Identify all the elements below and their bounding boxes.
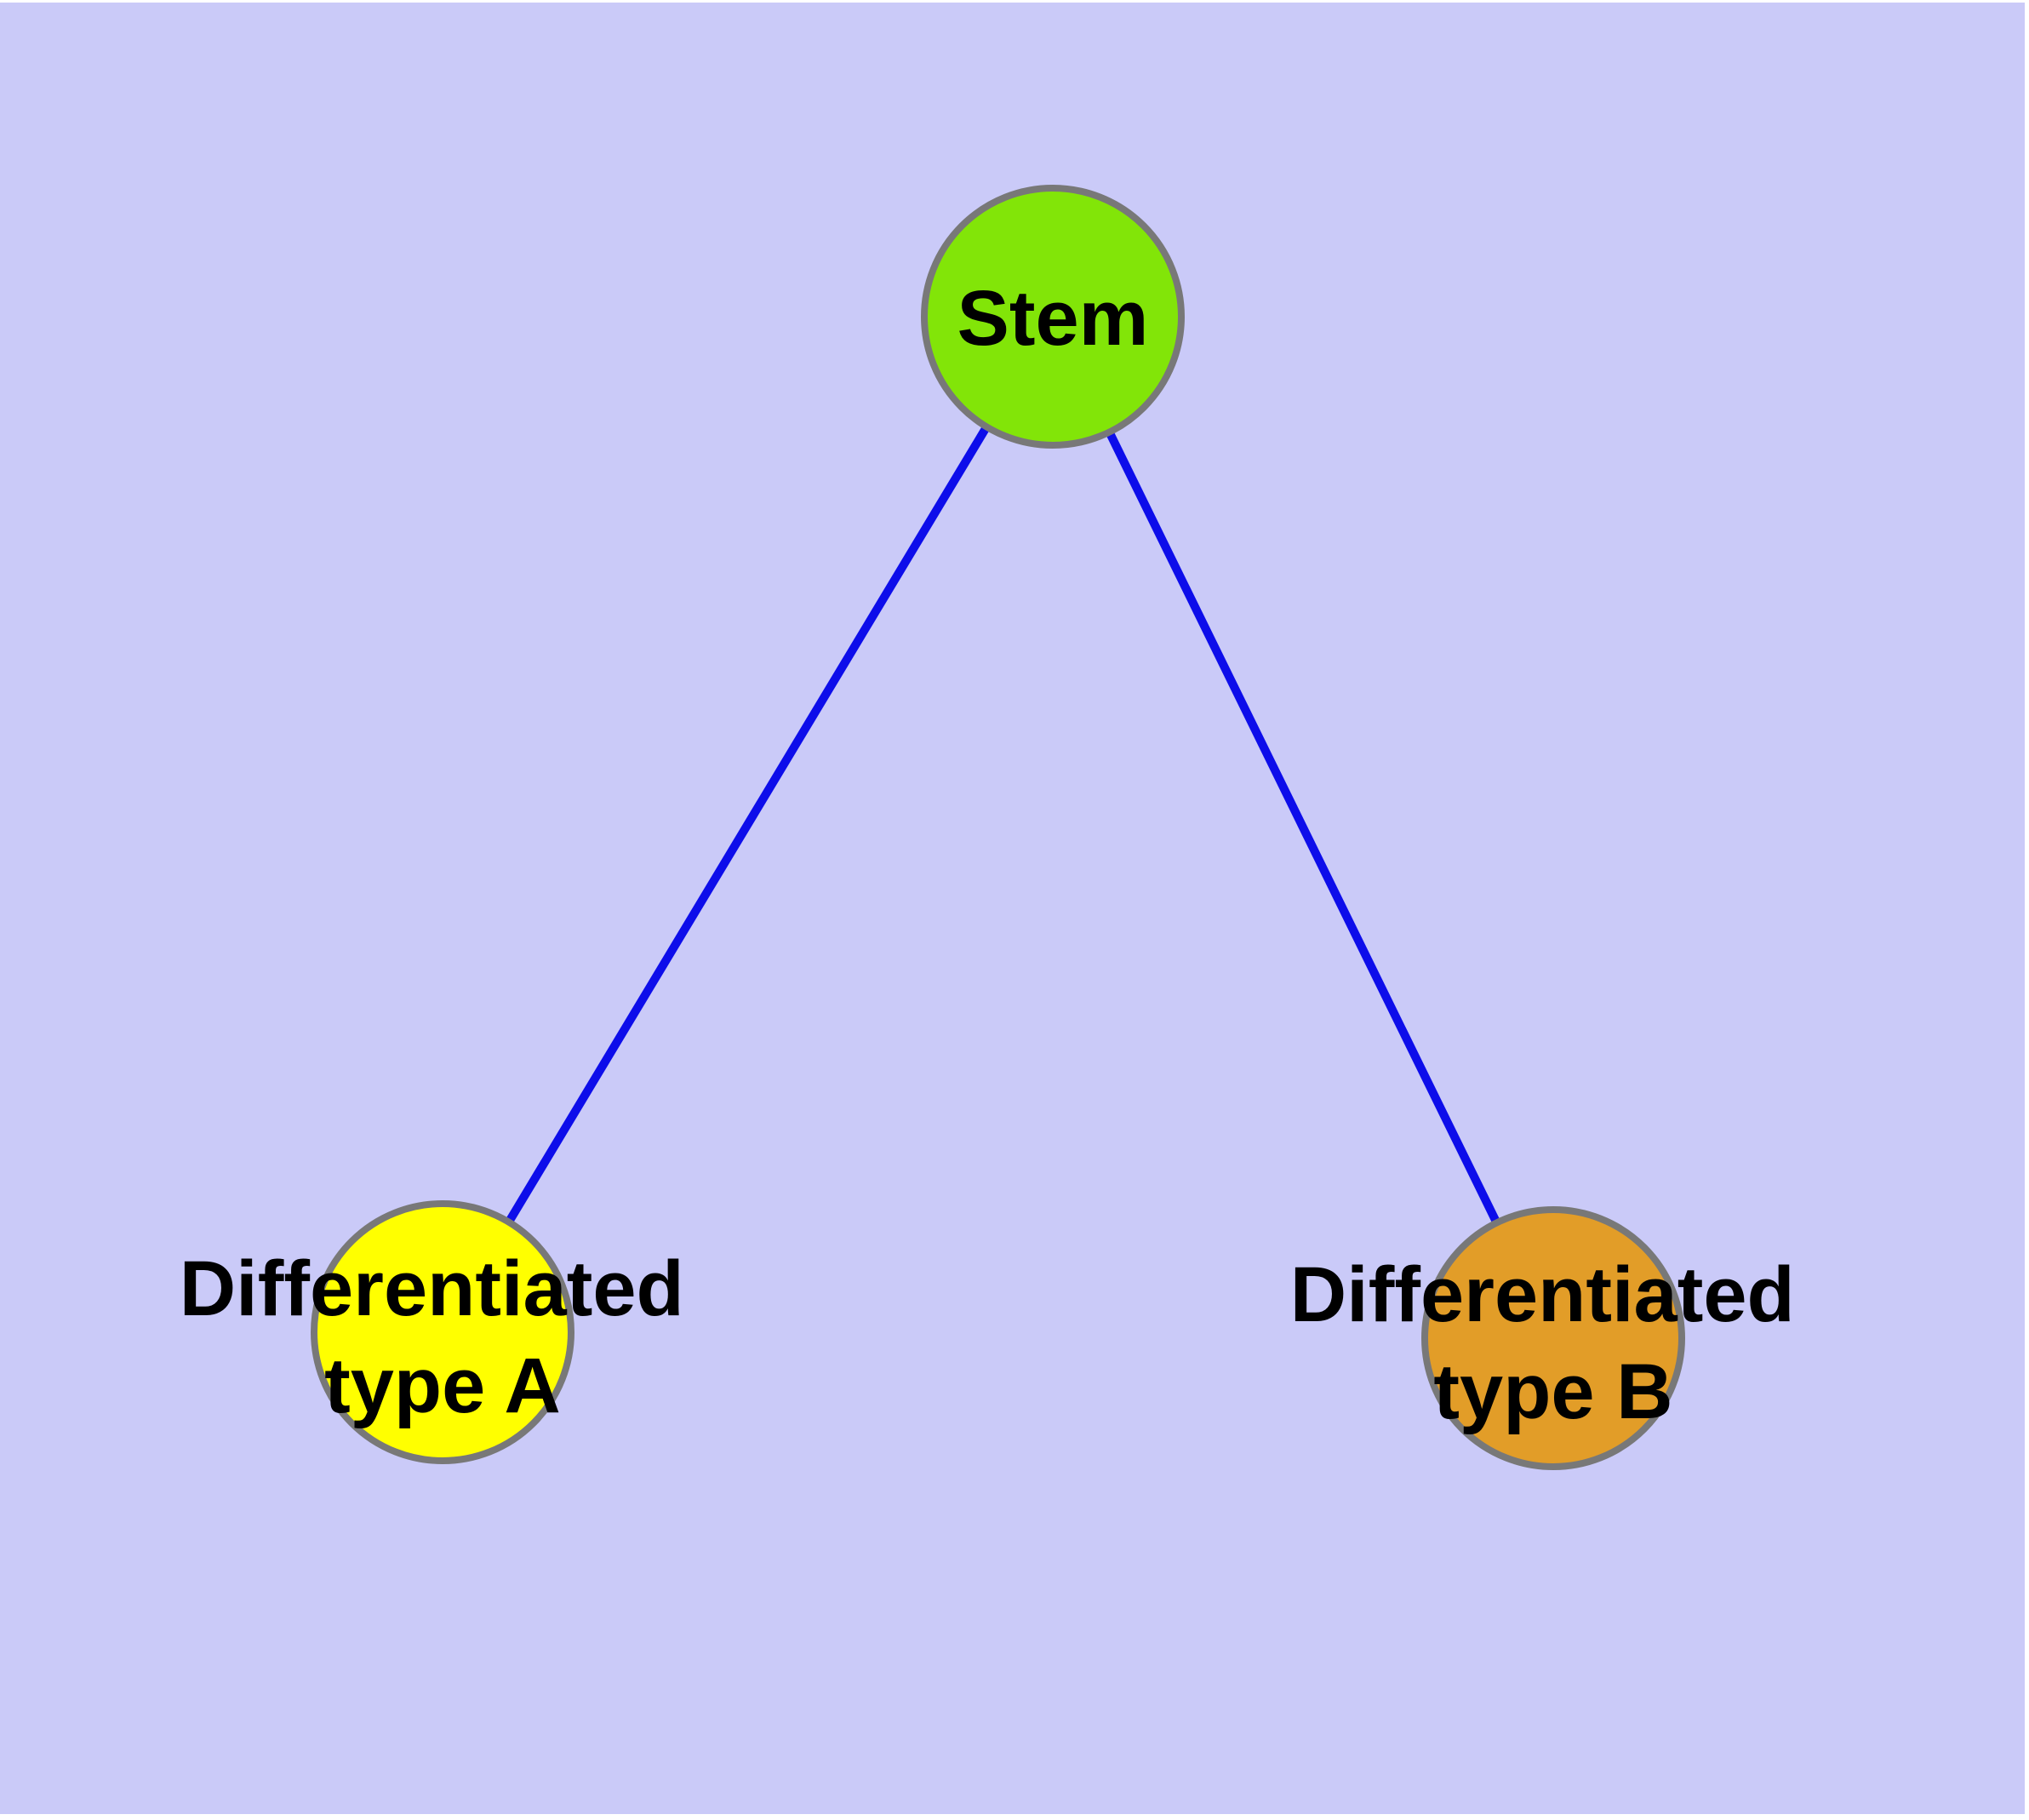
node-type-b-label-line1: Differentiated — [1290, 1251, 1795, 1338]
node-stem-label: Stem — [957, 275, 1149, 362]
node-type-b-label-line2: type B — [1433, 1348, 1672, 1435]
node-type-b-label: Differentiated type B — [1290, 1251, 1817, 1435]
edge-stem-to-type-b — [1049, 314, 1557, 1341]
node-type-b-circle — [1421, 1206, 1685, 1470]
node-type-a-circle — [311, 1200, 574, 1464]
edge-stem-to-type-a — [438, 314, 1057, 1335]
node-type-a-label-line2: type A — [324, 1342, 561, 1429]
node-type-a-label: Differentiated type A — [180, 1245, 706, 1429]
node-type-a-label-line1: Differentiated — [180, 1245, 684, 1332]
node-stem-circle — [921, 185, 1185, 449]
